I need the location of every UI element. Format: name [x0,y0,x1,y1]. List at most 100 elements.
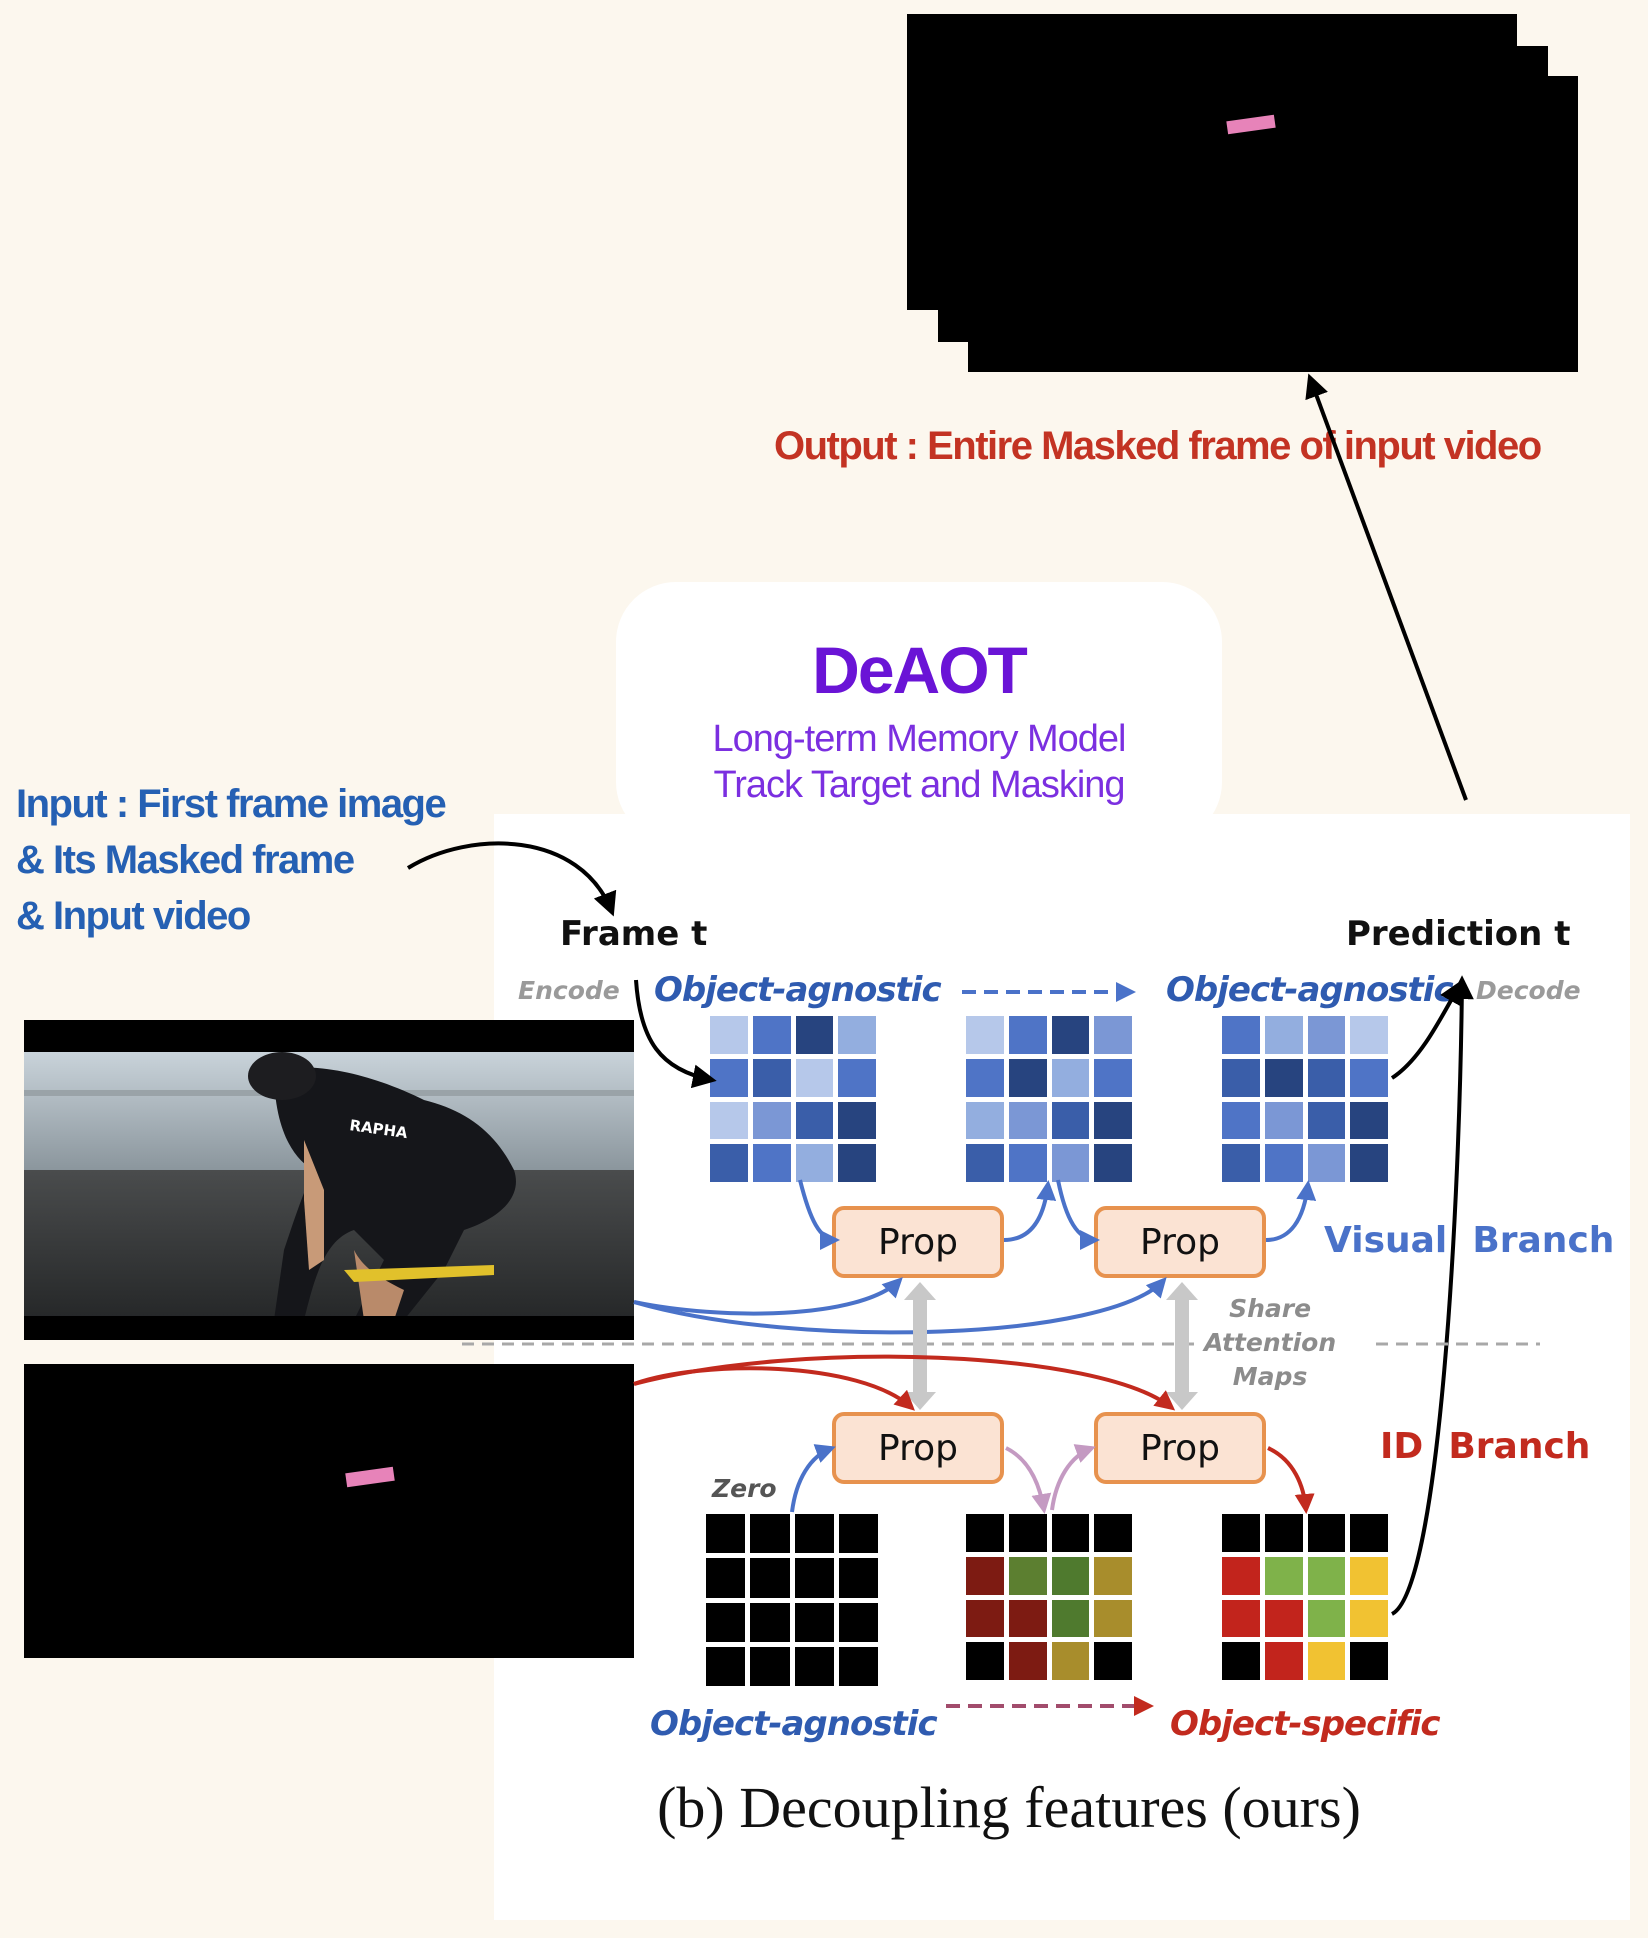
grid-cell [1051,1514,1090,1552]
cyclist-photo: RAPHA [24,1052,634,1340]
share-label-line-2: Attention [1204,1328,1337,1357]
grid-cell [795,1101,834,1140]
grid-cell [750,1558,790,1598]
cyclist-body [274,1067,516,1320]
grid-cell [1264,1144,1303,1182]
object-agnostic-top-right: Object-agnostic [1166,970,1454,1010]
grid-cell [1307,1101,1346,1140]
grid-cell [1222,1016,1260,1054]
deaot-title: DeAOT [812,633,1028,707]
share-label-line-1: Share [1229,1294,1312,1323]
cyclist-arm [304,1140,324,1270]
deaot-card [616,582,1222,842]
photo-letterbox-bottom [24,1316,634,1340]
grid-cell [1051,1642,1090,1680]
grid-cell [838,1016,876,1054]
grid-cell [966,1101,1004,1140]
object-agnostic-bottom: Object-agnostic [650,1704,938,1744]
zero-label: Zero [712,1474,777,1503]
figure-caption: (b) Decoupling features (ours) [657,1775,1361,1840]
grid-cell [1008,1642,1047,1680]
grid-cell [1094,1556,1132,1595]
decode-label: Decode [1476,976,1581,1005]
id-grid-3 [1222,1514,1388,1680]
grid-cell [1222,1144,1260,1182]
grid-cell [1094,1599,1132,1638]
grid-cell [1350,1016,1388,1054]
grid-cell [1264,1101,1303,1140]
share-attention-label: Share Attention Maps [1204,1292,1336,1394]
grid-cell [752,1016,791,1054]
share-label-line-3: Maps [1232,1362,1308,1391]
prop-id-2: Prop [1094,1412,1266,1484]
grid-cell [1094,1101,1132,1140]
object-agnostic-top-left: Object-agnostic [654,970,942,1010]
grid-cell [1307,1642,1346,1680]
grid-cell [966,1016,1004,1054]
grid-cell [1222,1556,1260,1595]
encode-label: Encode [518,976,620,1005]
grid-cell [1008,1514,1047,1552]
grid-cell [1094,1514,1132,1552]
grid-cell [710,1101,748,1140]
grid-cell [1094,1144,1132,1182]
grid-cell [1051,1599,1090,1638]
grid-cell [1222,1514,1260,1552]
grid-cell [1264,1599,1303,1638]
grid-cell [838,1101,876,1140]
grid-cell [1307,1556,1346,1595]
grid-cell [1264,1556,1303,1595]
prop-id-1: Prop [832,1412,1004,1484]
visual-branch-label: Visual Branch [1324,1220,1615,1261]
grid-cell [966,1642,1004,1680]
grid-cell [1222,1642,1260,1680]
grid-cell [794,1646,834,1686]
grid-cell [1350,1144,1388,1182]
grid-cell [706,1514,746,1554]
grid-cell [1350,1599,1388,1638]
input-label-line-2: & Its Masked frame [16,838,355,882]
grid-cell [1008,1016,1047,1054]
grid-cell [838,1558,878,1598]
grid-cell [838,1602,878,1642]
grid-cell [1008,1101,1047,1140]
grid-cell [1094,1642,1132,1680]
visual-grid-3 [1222,1016,1388,1182]
grid-cell [1307,1058,1346,1097]
input-label-line-3: & Input video [16,894,251,938]
input-video-frame: RAPHA [24,1020,634,1340]
grid-cell [750,1514,790,1554]
input-mask-blob [345,1466,395,1488]
visual-grid-2 [966,1016,1132,1182]
grid-cell [794,1558,834,1598]
input-label: Input : First frame image & Its Masked f… [16,776,447,944]
grid-cell [750,1646,790,1686]
grid-cell [706,1558,746,1598]
grid-cell [710,1058,748,1097]
grid-cell [794,1602,834,1642]
grid-cell [710,1016,748,1054]
output-mask-blob [1226,114,1276,135]
grid-cell [706,1602,746,1642]
grid-cell [794,1514,834,1554]
grid-cell [966,1599,1004,1638]
frame-t-label: Frame t [560,914,708,954]
cyclist-leg [354,1250,404,1320]
grid-cell [1307,1514,1346,1552]
grid-cell [1094,1058,1132,1097]
grid-cell [1222,1599,1260,1638]
output-label: Output : Entire Masked frame of input vi… [774,424,1542,468]
grid-cell [1307,1016,1346,1054]
grid-cell [795,1058,834,1097]
grid-cell [1222,1058,1260,1097]
prop-visual-2: Prop [1094,1206,1266,1278]
yellow-strap [344,1265,494,1282]
id-grid-1 [706,1514,878,1686]
grid-cell [706,1646,746,1686]
grid-cell [1094,1016,1132,1054]
grid-cell [1264,1058,1303,1097]
prop-visual-1: Prop [832,1206,1004,1278]
grid-cell [1350,1642,1388,1680]
input-masked-frame [24,1364,634,1658]
grid-cell [1051,1016,1090,1054]
